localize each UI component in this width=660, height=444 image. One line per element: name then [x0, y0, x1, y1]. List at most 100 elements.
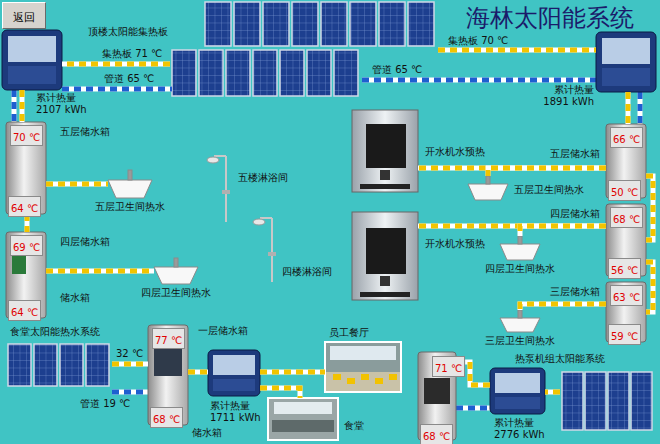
temperature-readout: 69 ℃: [10, 235, 43, 256]
solar-panel-array: 热泵机组太阳能系统: [560, 370, 655, 432]
pipe-connector: [260, 370, 325, 375]
temperature-readout: 70 ℃: [10, 125, 43, 146]
pipe-connector: [646, 176, 653, 240]
temperature-value: 63 ℃: [613, 292, 640, 303]
pipe-connector: [260, 388, 300, 398]
pipe-connector: [520, 226, 606, 236]
canteen-photos: [325, 342, 401, 392]
roof-panels: [307, 50, 331, 96]
heat-meter: 累计热量 2107 kWh: [2, 30, 62, 90]
pipe-connector: [626, 92, 631, 124]
temperature-readout: 56 ℃: [608, 258, 641, 279]
system-label: 热泵机组太阳能系统: [515, 353, 605, 365]
storage-tank: 一层储水箱储水箱77 ℃68 ℃: [148, 325, 188, 425]
button-label: 返回: [13, 11, 35, 24]
pipe-connector: [520, 226, 606, 236]
pipe-connector: [260, 388, 300, 398]
temperature-value: 70 ℃: [13, 132, 40, 143]
roof-panels: [334, 50, 358, 96]
water-boilers: [352, 110, 418, 300]
pipe-connector: [465, 362, 490, 385]
fixture-label: 四层卫生间热水: [141, 287, 211, 299]
pipe-reading: 管道 19 ℃: [80, 398, 130, 410]
meter-devices: [213, 355, 255, 375]
temperature-value: 56 ℃: [611, 265, 638, 276]
roof-panels: [350, 2, 376, 46]
meter-reading: 累计热量 1891 kWh: [538, 84, 594, 108]
pipe-connector: [465, 362, 490, 385]
heat-pump-panels: [585, 372, 606, 430]
heat-pump-panels: [631, 372, 652, 430]
pipe-connector: [62, 62, 170, 67]
temperature-value: 64 ℃: [11, 307, 38, 318]
fixture-label: 开水机水预热: [425, 146, 485, 158]
canteen-photos: [274, 402, 332, 414]
tank-label: 储水箱: [192, 427, 222, 439]
meter-devices: [2, 30, 656, 414]
pipe-reading: 集热板 71 ℃: [102, 48, 162, 60]
water-boilers: [380, 170, 390, 180]
fixture-label: 四层卫生间热水: [485, 263, 555, 275]
water-boilers: [366, 124, 406, 168]
system-label: 食堂太阳能热水系统: [10, 326, 100, 338]
pipe-connector: [545, 390, 560, 395]
roof-panels: [379, 2, 405, 46]
pipe-connector: [646, 262, 653, 312]
roof-panels: [408, 2, 434, 46]
canteen-panels: [34, 344, 57, 386]
pipe-reading: 管道 65 ℃: [372, 64, 422, 76]
temperature-readout: 64 ℃: [8, 196, 41, 217]
pipe-connector: [465, 362, 490, 385]
showers: [253, 219, 265, 225]
canteen-photos: [361, 374, 369, 380]
washbasin: 五层卫生间热水: [108, 170, 152, 198]
washbasin: 五层卫生间热水: [468, 176, 508, 200]
washbasins: [108, 180, 152, 198]
temperature-value: 59 ℃: [611, 331, 638, 342]
canteen-photos: [268, 398, 338, 440]
temperature-readout: 50 ℃: [608, 180, 641, 201]
tank-label: 一层储水箱: [198, 325, 248, 337]
water-boilers: [366, 228, 406, 274]
canteen-photos: [333, 374, 341, 380]
meter-devices: [602, 68, 650, 86]
canteen-panels: [86, 344, 109, 386]
temperature-value: 68 ℃: [423, 431, 450, 442]
heat-meter: 累计热量 1711 kWh: [208, 350, 260, 396]
pipe-connector: [488, 168, 606, 176]
meter-devices: [8, 36, 56, 62]
roof-panels: [172, 50, 196, 96]
temperature-readout: 71 ℃: [432, 356, 465, 377]
showers: [268, 252, 276, 256]
meter-devices: [490, 368, 545, 414]
fixture-label: 开水机水预热: [425, 238, 485, 250]
showers: [207, 157, 219, 163]
pipe-connector: [188, 370, 208, 375]
pipe-connector: [488, 168, 606, 176]
heat-pump-panels: [562, 372, 652, 430]
meter-devices: [8, 66, 56, 84]
pipe-connector: [62, 62, 170, 67]
washbasins: [468, 184, 508, 200]
fixture-label: 四楼淋浴间: [282, 266, 332, 278]
canteen-panels: [60, 344, 83, 386]
pipe-connector: [646, 176, 653, 240]
washbasins: [500, 318, 540, 332]
system-label: 顶楼太阳能集热板: [88, 26, 168, 38]
water-boilers: [380, 276, 390, 286]
pipe-connector: [545, 390, 560, 395]
storage-tank: 四层储水箱68 ℃56 ℃: [606, 204, 646, 276]
tank-label: 五层储水箱: [550, 148, 600, 160]
pipe-connector: [438, 50, 596, 51]
pipe-connector: [188, 370, 208, 375]
storage-tank: 四层储水箱储水箱69 ℃64 ℃: [6, 232, 46, 318]
meter-devices: [2, 30, 62, 90]
water-boilers: [360, 292, 410, 297]
pipe-connector: [62, 64, 170, 65]
canteen-photos: [330, 346, 396, 360]
pipe-connector: [46, 269, 154, 274]
pipe-connector: [488, 168, 606, 176]
